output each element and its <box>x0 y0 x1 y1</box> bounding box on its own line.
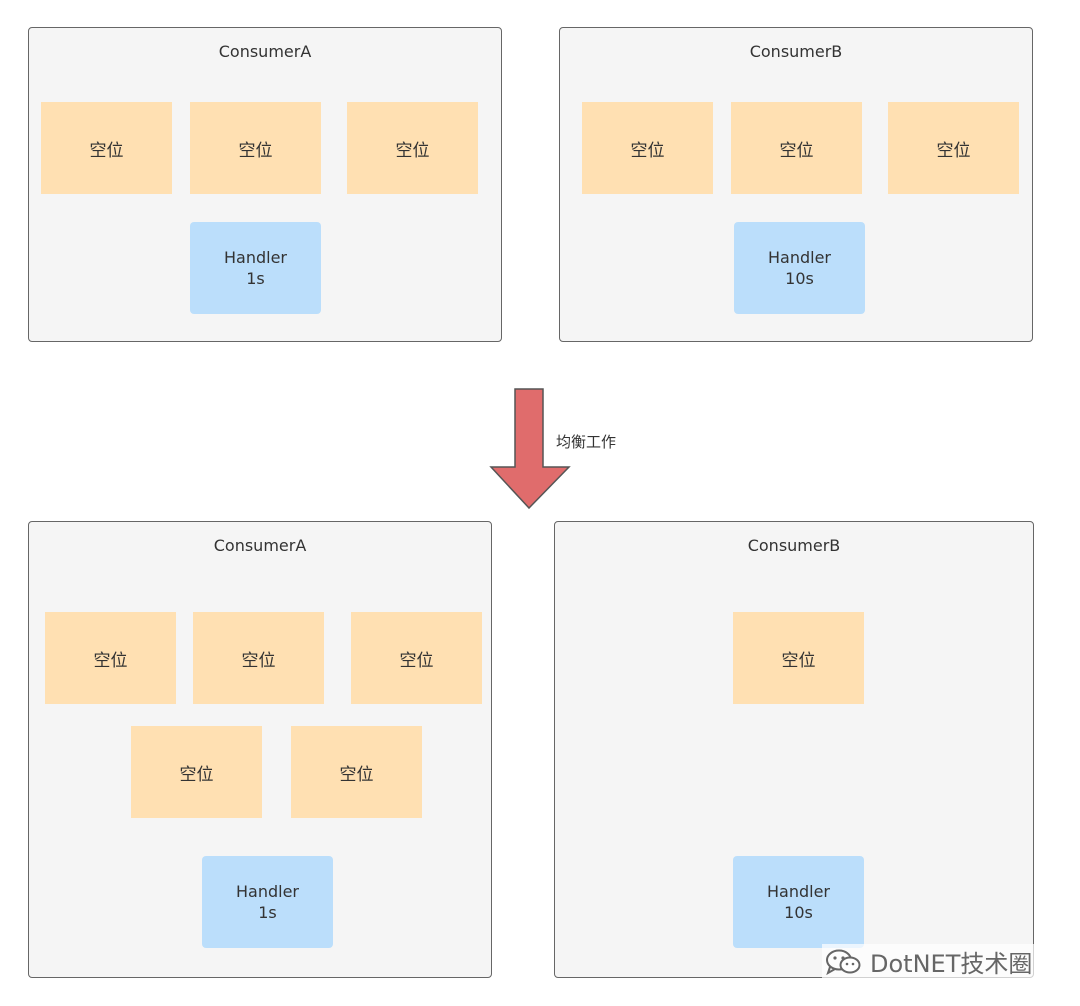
panel-title: ConsumerA <box>213 536 307 555</box>
watermark-text: DotNET技术圈 <box>870 950 1033 978</box>
handler-time: 1s <box>246 269 265 288</box>
slot: 空位 <box>190 102 321 194</box>
handler-time: 1s <box>258 903 277 922</box>
watermark: DotNET技术圈 <box>822 944 1035 979</box>
slot: 空位 <box>41 102 172 194</box>
arrow-shape <box>489 388 571 510</box>
slot: 空位 <box>45 612 176 704</box>
panel-title: ConsumerB <box>749 42 843 61</box>
handler-time: 10s <box>784 903 813 922</box>
handler-name: Handler <box>768 248 831 267</box>
wechat-icon <box>826 949 861 975</box>
handler-name: Handler <box>236 882 299 901</box>
handler-name: Handler <box>224 248 287 267</box>
slot: 空位 <box>582 102 713 194</box>
down-arrow-icon <box>489 388 571 510</box>
handler-name: Handler <box>767 882 830 901</box>
top-consumer-a-panel: ConsumerA 空位 空位 空位 Handler 1s <box>28 27 502 342</box>
arrow-label: 均衡工作 <box>556 433 617 451</box>
handler-box: Handler 10s <box>733 856 864 948</box>
handler-box: Handler 10s <box>734 222 865 314</box>
slot: 空位 <box>131 726 262 818</box>
slot: 空位 <box>193 612 324 704</box>
panel-title: ConsumerA <box>218 42 312 61</box>
panel-title: ConsumerB <box>747 536 841 555</box>
slot: 空位 <box>347 102 478 194</box>
slot: 空位 <box>888 102 1019 194</box>
slot: 空位 <box>351 612 482 704</box>
top-consumer-b-panel: ConsumerB 空位 空位 空位 Handler 10s <box>559 27 1033 342</box>
bottom-consumer-a-panel: ConsumerA 空位 空位 空位 空位 空位 Handler 1s <box>28 521 492 978</box>
slot: 空位 <box>291 726 422 818</box>
bottom-consumer-b-panel: ConsumerB 空位 Handler 10s <box>554 521 1034 978</box>
handler-time: 10s <box>785 269 814 288</box>
handler-box: Handler 1s <box>202 856 333 948</box>
slot: 空位 <box>733 612 864 704</box>
slot: 空位 <box>731 102 862 194</box>
handler-box: Handler 1s <box>190 222 321 314</box>
